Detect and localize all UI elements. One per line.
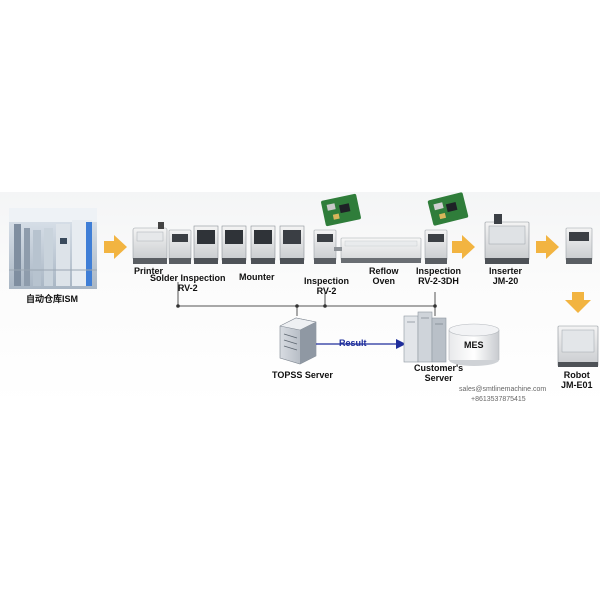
output-machine (565, 227, 593, 264)
flow-arrow-2 (452, 235, 475, 259)
inserter-label: Inserter JM-20 (489, 266, 522, 286)
data-bus (176, 282, 437, 316)
topss-server-label: TOPSS Server (272, 370, 333, 380)
reflow-oven-label: Reflow Oven (369, 266, 399, 286)
customer-server-line2: Server (424, 373, 453, 383)
contact-phone: +8613537875415 (471, 396, 526, 403)
inspection-rv2-machine (313, 229, 337, 264)
inspection-rv2-3dh-line2: RV-2-3DH (418, 276, 459, 286)
flow-arrow-3 (536, 235, 559, 259)
warehouse-image (9, 208, 97, 289)
flow-arrow-1 (104, 235, 127, 259)
inserter-machine (484, 214, 530, 264)
warehouse-label: 自动仓库ISM (26, 294, 79, 304)
mes-label: MES (464, 340, 484, 350)
customer-server-line1: Customer's (414, 363, 464, 373)
mounter-label: Mounter (239, 272, 275, 282)
inspection-rv2-line2: RV-2 (316, 286, 337, 296)
inspection-rv2-3dh-line1: Inspection (416, 266, 462, 276)
inspection-rv2-label: Inspection RV-2 (304, 276, 349, 296)
inserter-line2: JM-20 (492, 276, 519, 286)
customer-server-icon (403, 311, 447, 363)
robot-machine (557, 325, 599, 367)
reflow-line2: Oven (372, 276, 396, 286)
reflow-line1: Reflow (369, 266, 399, 276)
robot-line2: JM-E01 (561, 380, 593, 390)
customer-server-label: Customer's Server (414, 363, 463, 383)
solder-inspection-machine (168, 229, 192, 264)
result-arrow (316, 339, 406, 349)
inspection-rv2-line1: Inspection (304, 276, 350, 286)
inspection-rv2-3dh-label: Inspection RV-2-3DH (416, 266, 461, 286)
result-label: Result (339, 338, 367, 348)
pcb-board-2 (427, 192, 469, 226)
inspection-rv2-3dh-machine (424, 229, 448, 264)
robot-line1: Robot (563, 370, 590, 380)
mes-database-icon (448, 323, 500, 366)
solder-inspection-label: Solder Inspection RV-2 (150, 273, 226, 293)
pcb-board-1 (321, 193, 361, 227)
solder-inspection-line2: RV-2 (177, 283, 198, 293)
printer-machine (132, 222, 168, 264)
printer-label: Printer (134, 266, 164, 276)
reflow-oven-machine (334, 237, 422, 263)
contact-email: sales@smtlinemachine.com (459, 386, 547, 393)
inserter-line1: Inserter (489, 266, 523, 276)
solder-inspection-line1: Solder Inspection (150, 273, 226, 283)
robot-label: Robot JM-E01 (561, 370, 593, 390)
topss-server-icon (279, 317, 317, 365)
flow-arrow-down (565, 292, 591, 313)
mounter-machines (193, 225, 305, 264)
